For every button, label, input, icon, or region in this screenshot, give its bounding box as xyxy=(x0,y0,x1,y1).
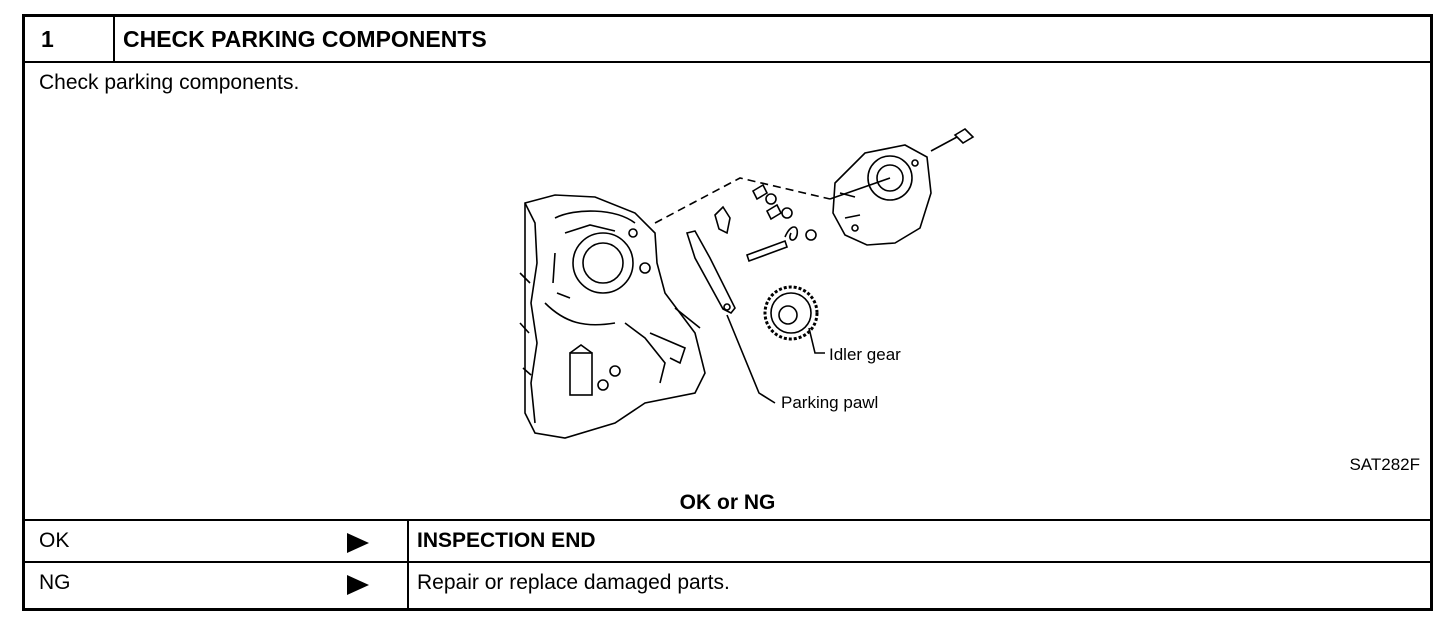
result-label-ok: OK xyxy=(39,529,70,552)
alignment-dashed-line xyxy=(654,177,831,224)
transmission-case-drawing xyxy=(519,194,706,439)
rear-cover-drawing xyxy=(832,144,932,246)
inspection-step-table: 1 CHECK PARKING COMPONENTS Check parking… xyxy=(22,14,1433,611)
parking-pawl-drawing xyxy=(685,230,736,315)
step-body: Check parking components. xyxy=(25,63,1430,521)
shaft-drawing xyxy=(745,239,789,263)
result-action-ng: Repair or replace damaged parts. xyxy=(417,571,730,594)
step-number: 1 xyxy=(25,17,115,61)
return-spring-drawing xyxy=(784,226,799,241)
parking-pawl-label: Parking pawl xyxy=(781,393,878,412)
parking-components-illustration: Idler gear Parking pawl xyxy=(519,127,975,439)
step-header: 1 CHECK PARKING COMPONENTS xyxy=(25,17,1430,63)
ok-or-ng-question: OK or NG xyxy=(679,491,776,514)
result-action-ok: INSPECTION END xyxy=(417,529,596,552)
bolts-drawing xyxy=(751,183,793,221)
cover-line xyxy=(829,177,891,200)
instruction-text: Check parking components. xyxy=(39,71,300,94)
result-condition-cell: NG xyxy=(25,563,409,608)
idler-gear-label: Idler gear xyxy=(829,345,901,364)
idler-gear-leader xyxy=(808,327,825,354)
idler-gear-drawing xyxy=(763,285,819,341)
figure-reference-code: SAT282F xyxy=(1349,455,1420,474)
step-title: CHECK PARKING COMPONENTS xyxy=(123,26,487,52)
result-label-ng: NG xyxy=(39,571,71,594)
parking-pawl-leader xyxy=(726,314,776,404)
washer-drawing xyxy=(805,229,817,241)
actuator-support-drawing xyxy=(714,205,731,235)
result-condition-cell: OK xyxy=(25,521,409,561)
play-arrow-icon xyxy=(347,533,369,553)
result-row-ok: OK INSPECTION END xyxy=(25,521,1430,563)
cover-bolt-drawing xyxy=(930,127,975,152)
result-row-ng: NG Repair or replace damaged parts. xyxy=(25,563,1430,608)
play-arrow-icon xyxy=(347,575,369,595)
